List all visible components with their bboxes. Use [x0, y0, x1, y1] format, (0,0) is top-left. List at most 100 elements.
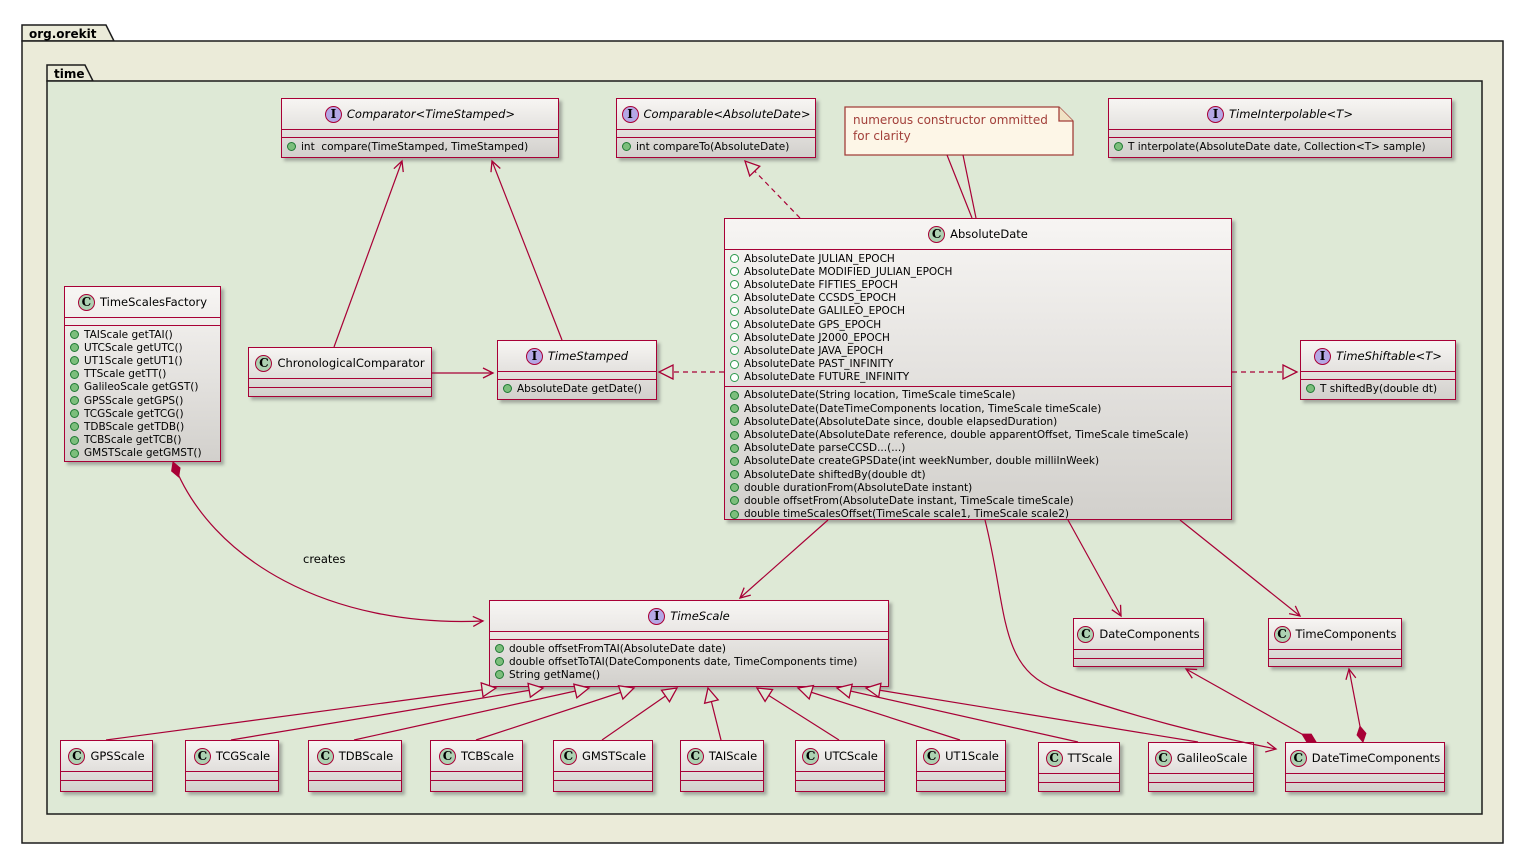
- class-absolutedate: C AbsoluteDate AbsoluteDate JULIAN_EPOCH…: [724, 218, 1232, 520]
- class-timescalesfactory: C TimeScalesFactory TAIScale getTAI()UTC…: [64, 286, 221, 462]
- package-label-time: time: [54, 67, 85, 81]
- edge-timestamped-comparator: [490, 159, 563, 341]
- member-text: T interpolate(AbsoluteDate date, Collect…: [1128, 140, 1426, 153]
- member-row: AbsoluteDate(DateTimeComponents location…: [730, 402, 1226, 415]
- class-chronologicalcomparator: C ChronologicalComparator: [248, 347, 432, 397]
- methods-section: [1149, 782, 1253, 791]
- class-timeshiftable: I TimeShiftable<T> T shiftedBy(double dt…: [1300, 340, 1456, 400]
- member-text: int compareTo(AbsoluteDate): [636, 140, 790, 153]
- edge-timescalesfactory-creates-timescale: [171, 461, 485, 628]
- package-label-org-orekit: org.orekit: [29, 27, 97, 41]
- class-datetimecomponents: C DateTimeComponents: [1285, 742, 1445, 792]
- fields-section: [498, 371, 656, 379]
- class-name: TCBScale: [460, 749, 514, 763]
- class-name: GalileoScale: [1176, 751, 1248, 765]
- class-title: I Comparator<TimeStamped>: [282, 99, 558, 129]
- class-title: C TAIScale: [681, 741, 763, 771]
- class-name: TimeScale: [670, 609, 730, 623]
- member-row: AbsoluteDate FIFTIES_EPOCH: [730, 278, 1226, 291]
- member-text: double offsetFrom(AbsoluteDate instant, …: [744, 494, 1074, 507]
- field-bullet-icon: [730, 333, 739, 343]
- member-row: AbsoluteDate getDate(): [503, 382, 651, 395]
- edge-chronologicalcomparator-comparator: [333, 159, 404, 348]
- member-text: AbsoluteDate getDate(): [517, 382, 642, 395]
- member-text: AbsoluteDate parseCCSD...(...): [744, 442, 906, 455]
- member-text: AbsoluteDate(AbsoluteDate reference, dou…: [744, 429, 1189, 442]
- class-icon: C: [559, 747, 577, 765]
- class-timestamped: I TimeStamped AbsoluteDate getDate(): [497, 340, 657, 400]
- class-name: DateTimeComponents: [1311, 751, 1441, 765]
- fields-section: [431, 771, 522, 780]
- method-bullet-icon: [70, 396, 79, 406]
- class-taiscale: C TAIScale: [680, 740, 764, 792]
- method-bullet-icon: [70, 343, 79, 353]
- member-text: UT1Scale getUT1(): [84, 354, 183, 367]
- interface-icon: I: [525, 347, 543, 365]
- class-name: TTScale: [1067, 751, 1113, 765]
- fields-section: [917, 771, 1005, 780]
- methods-section: int compare(TimeStamped, TimeStamped): [282, 137, 558, 155]
- fields-section: [681, 771, 763, 780]
- member-row: TCBScale getTCB(): [70, 434, 215, 447]
- member-text: AbsoluteDate(String location, TimeScale …: [744, 389, 1016, 402]
- fields-section: [796, 771, 884, 780]
- member-text: AbsoluteDate FIFTIES_EPOCH: [744, 278, 898, 291]
- member-row: double durationFrom(AbsoluteDate instant…: [730, 481, 1226, 494]
- fields-section: [1301, 371, 1455, 379]
- interface-icon: I: [324, 105, 342, 123]
- method-bullet-icon: [730, 496, 739, 506]
- method-bullet-icon: [70, 448, 79, 458]
- member-text: TCBScale getTCB(): [84, 434, 182, 447]
- field-bullet-icon: [730, 359, 739, 369]
- class-icon: C: [1077, 625, 1095, 643]
- note-text: numerous constructor ommitted for clarit…: [853, 113, 1048, 143]
- member-row: AbsoluteDate shiftedBy(double dt): [730, 468, 1226, 481]
- member-row: AbsoluteDate MODIFIED_JULIAN_EPOCH: [730, 265, 1226, 278]
- method-bullet-icon: [70, 382, 79, 392]
- member-row: AbsoluteDate JAVA_EPOCH: [730, 344, 1226, 357]
- edge-label-creates: creates: [303, 552, 346, 566]
- member-row: AbsoluteDate GALILEO_EPOCH: [730, 305, 1226, 318]
- member-text: AbsoluteDate shiftedBy(double dt): [744, 468, 926, 481]
- class-icon: C: [1289, 749, 1307, 767]
- member-text: AbsoluteDate FUTURE_INFINITY: [744, 371, 910, 384]
- fields-section: [186, 771, 278, 780]
- member-row: AbsoluteDate JULIAN_EPOCH: [730, 252, 1226, 265]
- edge-absolutedate-datecomponents: [1067, 519, 1122, 618]
- class-icon: C: [1273, 625, 1291, 643]
- field-bullet-icon: [730, 293, 739, 303]
- edge-datetimecomponents-timecomponents: [1345, 667, 1367, 744]
- class-name: TimeComponents: [1295, 627, 1397, 641]
- class-icon: C: [686, 747, 704, 765]
- fields-section: [554, 771, 652, 780]
- class-name: Comparator<TimeStamped>: [346, 107, 516, 121]
- class-name: TAIScale: [708, 749, 758, 763]
- member-row: TAIScale getTAI(): [70, 328, 215, 341]
- methods-section: [554, 780, 652, 791]
- class-name: GMSTScale: [581, 749, 647, 763]
- edge-datetimecomponents-datecomponents: [1184, 668, 1317, 743]
- field-bullet-icon: [730, 346, 739, 356]
- class-name: UTCScale: [824, 749, 878, 763]
- field-bullet-icon: [730, 372, 739, 382]
- member-text: double timeScalesOffset(TimeScale scale1…: [744, 508, 1070, 520]
- class-title: I Comparable<AbsoluteDate>: [617, 99, 815, 129]
- edge-galileoscale-timescale: [864, 682, 1199, 743]
- edge-absolutedate-timescale: [738, 519, 829, 599]
- class-title: C GMSTScale: [554, 741, 652, 771]
- method-bullet-icon: [730, 430, 739, 440]
- methods-section: AbsoluteDate(String location, TimeScale …: [725, 385, 1231, 520]
- member-row: double timeScalesOffset(TimeScale scale1…: [730, 508, 1226, 520]
- class-name: TimeStamped: [547, 349, 629, 363]
- method-bullet-icon: [622, 142, 631, 152]
- class-name: DateComponents: [1099, 627, 1200, 641]
- fields-section: [61, 771, 152, 780]
- member-row: GPSScale getGPS(): [70, 394, 215, 407]
- method-bullet-icon: [730, 456, 739, 466]
